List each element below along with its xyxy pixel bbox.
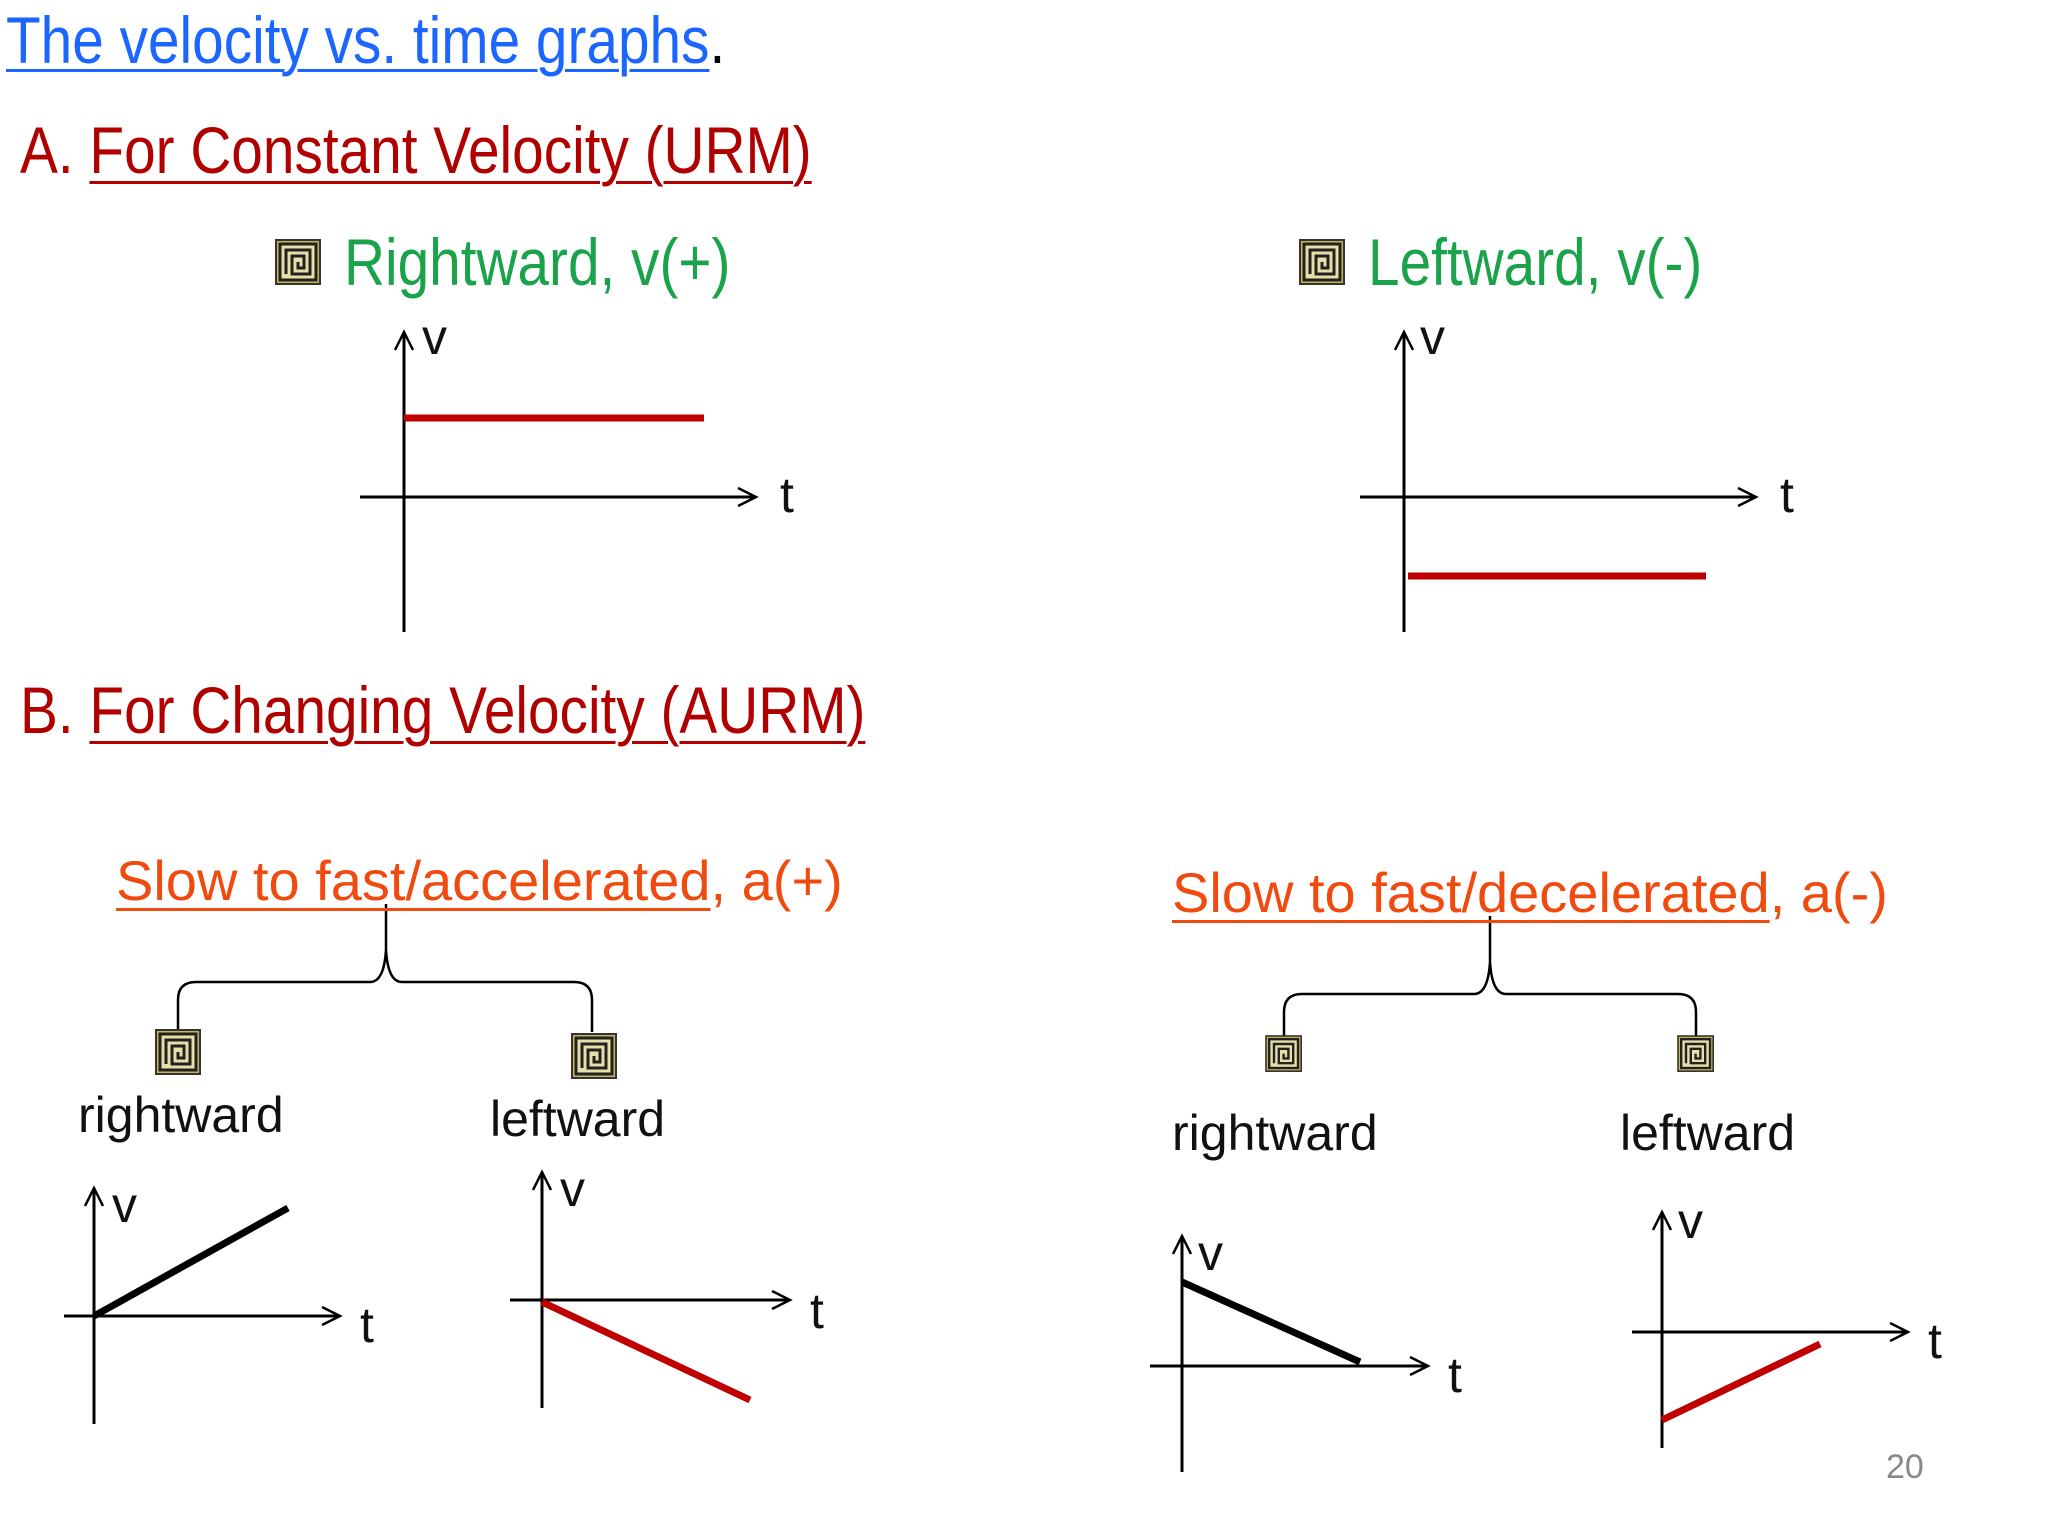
- graph-b-accel-leftward: [510, 1169, 793, 1408]
- t-axis-label: t: [1448, 1347, 1462, 1403]
- t-axis-label: t: [360, 1297, 374, 1353]
- page-number: 20: [1886, 1448, 1924, 1486]
- v-axis-label: v: [1420, 309, 1445, 365]
- t-axis-label: t: [1928, 1313, 1942, 1369]
- leftward-label: Leftward, v(-): [1368, 225, 1703, 299]
- section-b-letter: B.: [20, 673, 74, 747]
- rightward-label: Rightward, v(+): [344, 225, 731, 299]
- accelerated-label: Slow to fast/accelerated, a(+): [116, 848, 843, 913]
- section-b-title: For Changing Velocity (AURM): [89, 673, 866, 747]
- graph-b-accel-rightward: [64, 1185, 343, 1424]
- square-spiral-icon: [570, 1032, 618, 1080]
- decel-rightward-label: rightward: [1172, 1105, 1378, 1161]
- square-spiral-icon: [274, 238, 322, 286]
- graph-a-rightward: [360, 329, 759, 632]
- page-title: The velocity vs. time graphs.: [6, 2, 725, 78]
- v-axis-label: v: [560, 1161, 585, 1217]
- v-axis-label: v: [112, 1177, 137, 1233]
- graph-b-decel-leftward: [1632, 1209, 1911, 1448]
- title-period: .: [709, 3, 726, 77]
- title-link[interactable]: The velocity vs. time graphs: [6, 3, 710, 77]
- t-axis-label: t: [810, 1283, 824, 1339]
- accelerated-label-underlined: Slow to fast/accelerated: [116, 849, 711, 912]
- velocity-line: [92, 1204, 290, 1320]
- section-a-letter: A.: [20, 113, 74, 187]
- t-axis-label: t: [1780, 467, 1794, 523]
- section-a-title: For Constant Velocity (URM): [89, 113, 812, 187]
- brace-decelerated: [1282, 916, 1698, 1038]
- v-axis-label: v: [422, 309, 447, 365]
- section-a-heading: A. For Constant Velocity (URM): [20, 112, 812, 188]
- accelerated-label-rest: , a(+): [710, 849, 843, 912]
- square-spiral-icon: [1264, 1034, 1303, 1073]
- decel-leftward-label: leftward: [1620, 1105, 1796, 1161]
- brace-accelerated: [176, 904, 594, 1032]
- section-b-heading: B. For Changing Velocity (AURM): [20, 672, 865, 748]
- v-axis-label: v: [1198, 1225, 1223, 1281]
- graph-b-decel-rightward: [1150, 1233, 1431, 1472]
- velocity-line: [1660, 1340, 1822, 1424]
- square-spiral-icon: [1298, 238, 1346, 286]
- accel-rightward-label: rightward: [78, 1087, 284, 1143]
- decelerated-label: Slow to fast/decelerated, a(-): [1172, 860, 1888, 925]
- decelerated-label-underlined: Slow to fast/decelerated: [1172, 861, 1770, 924]
- velocity-line: [1180, 1278, 1362, 1366]
- v-axis-label: v: [1678, 1193, 1703, 1249]
- velocity-line: [540, 1298, 752, 1404]
- decelerated-label-rest: , a(-): [1769, 861, 1888, 924]
- accel-leftward-label: leftward: [490, 1091, 666, 1147]
- graph-a-leftward: [1360, 329, 1759, 632]
- square-spiral-icon: [1676, 1034, 1715, 1073]
- square-spiral-icon: [154, 1028, 202, 1076]
- t-axis-label: t: [780, 467, 794, 523]
